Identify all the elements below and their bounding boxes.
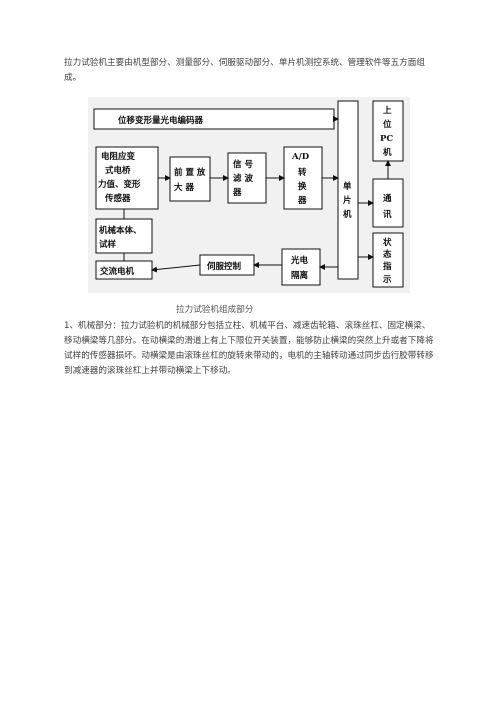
intro-paragraph: 拉力试验机主要由机型部分、测量部分、伺服驱动部分、单片机测控系统、管理软件等五方… [64,58,425,83]
status-label-3: 指 [383,261,392,272]
pc-label-3: PC [380,134,393,144]
filter-label-2: 滤 波 [233,173,253,184]
comm-label-1: 通 [383,193,392,204]
adc-label-3: 换 [298,181,307,192]
mcu-box [337,100,359,280]
sensor-label-4: 传感器 [104,193,131,204]
preamp-label-2: 大 器 [174,182,194,193]
comm-label-2: 讯 [383,209,392,220]
block-diagram-figure: 位移变形量光电编码器 电阻应变 式电桥 力值、变形 传感器 前 置 放 大 器 … [88,97,410,293]
pc-label-2: 位 [383,119,392,130]
adc-label-1: A/D [291,152,310,162]
comm-box [372,178,404,228]
arrow-servo-motor [151,264,201,273]
motor-label: 交流电机 [100,266,135,277]
block-diagram: 位移变形量光电编码器 电阻应变 式电桥 力值、变形 传感器 前 置 放 大 器 … [93,100,404,288]
opto-label-2: 隔离 [291,270,309,281]
status-label-1: 状 [383,237,392,248]
filter-box [227,152,267,204]
status-label-2: 态 [383,249,392,260]
encoder-label: 位移变形量光电编码器 [118,115,204,126]
frame-label-1: 机械本体、 [99,225,142,236]
status-box [372,232,404,288]
pc-label-4: 机 [383,147,392,158]
status-label-4: 示 [382,275,392,285]
filter-label-1: 信 号 [233,159,253,170]
sensor-box [95,146,159,210]
pc-label-1: 上 [383,105,392,116]
mcu-label-3: 机 [343,209,352,220]
mcu-label-1: 单 [343,181,352,192]
adc-label-4: 器 [297,196,307,206]
mcu-label-2: 片 [343,195,352,206]
sensor-label-3: 力值、变形 [98,179,141,190]
adc-box [283,146,323,210]
opto-label-1: 光电 [290,255,309,266]
adc-label-2: 转 [298,167,307,178]
sensor-label-1: 电阻应变 [101,151,136,162]
preamp-box [169,156,211,202]
sensor-label-2: 式电桥 [105,165,131,176]
frame-label-2: 试样 [99,239,117,250]
figure-caption: 拉力试验机组成部分 [176,305,254,315]
servo-label: 伺服控制 [206,261,242,272]
filter-label-3: 器 [232,188,242,198]
mechanical-section-paragraph: 1、机械部分：拉力试验机的机械部分包括立柱、机械平台、减速齿轮箱、滚珠丝杠、固定… [64,321,434,376]
preamp-label-1: 前 置 放 [174,167,206,178]
frame-box [95,218,153,254]
